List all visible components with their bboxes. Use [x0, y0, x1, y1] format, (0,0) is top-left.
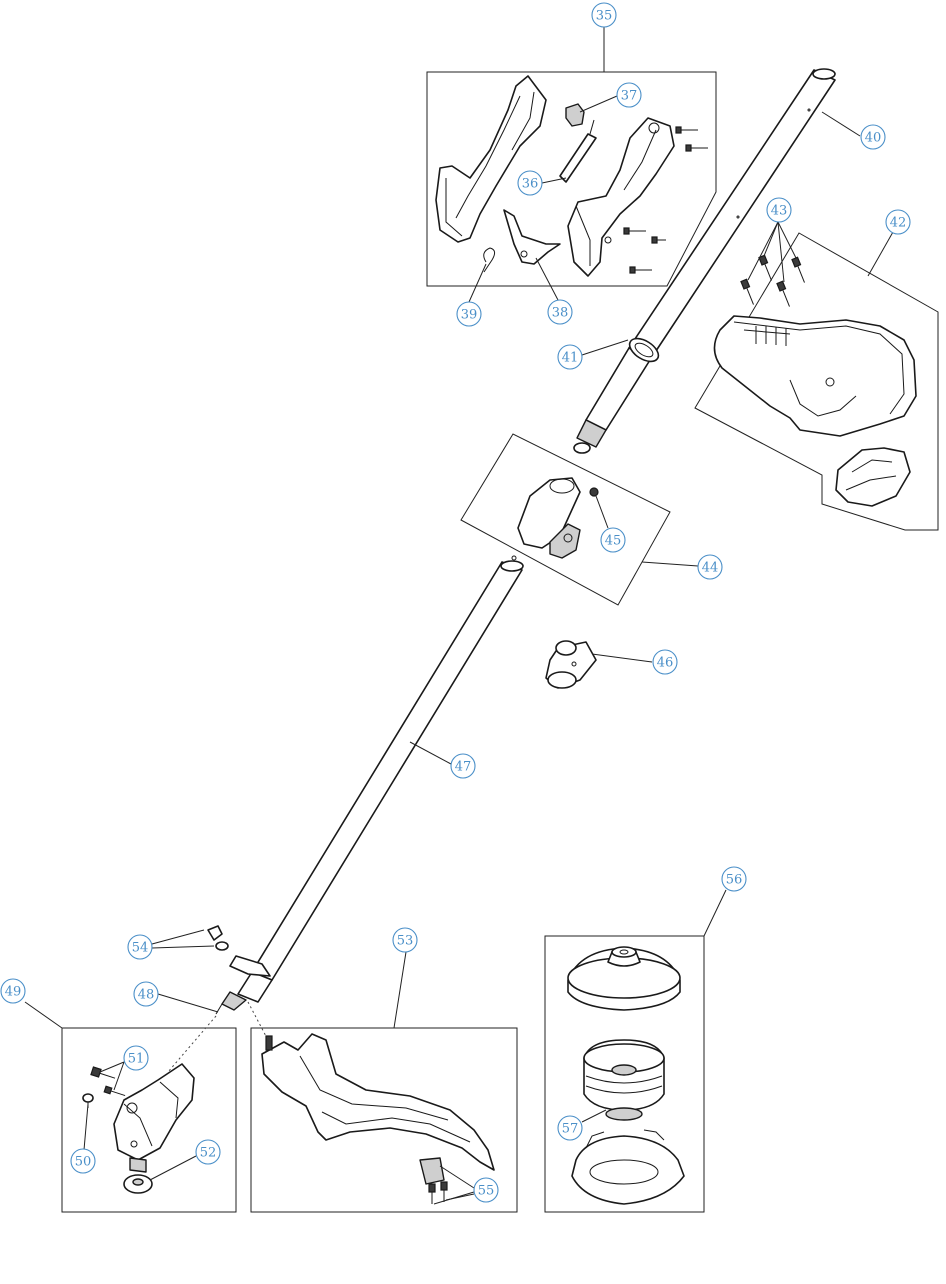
callout-56: 56 — [721, 866, 747, 892]
head-nut-52 — [123, 1174, 153, 1194]
trigger-spring-36 — [559, 119, 597, 183]
svg-text:52: 52 — [200, 1146, 217, 1161]
callout-48: 48 — [133, 981, 159, 1007]
svg-text:54: 54 — [132, 941, 149, 956]
callout-41: 41 — [557, 344, 583, 370]
handle-bolts-43 — [740, 254, 805, 307]
callout-35: 35 — [591, 2, 617, 28]
trimmer-guard — [261, 1033, 495, 1204]
callout-47: 47 — [450, 753, 476, 779]
svg-text:48: 48 — [138, 988, 155, 1003]
assist-handle — [713, 315, 917, 437]
svg-text:41: 41 — [562, 351, 579, 366]
callout-43: 43 — [766, 197, 792, 223]
leader-lines — [24, 27, 894, 1205]
box-guard — [250, 1027, 518, 1213]
svg-text:45: 45 — [605, 534, 622, 549]
svg-text:40: 40 — [865, 131, 882, 146]
lockout-spring-39 — [483, 247, 496, 273]
box-gear-head — [61, 1027, 237, 1213]
callout-36: 36 — [517, 170, 543, 196]
gear-head — [113, 1063, 195, 1173]
gear-head-axis — [167, 1015, 217, 1073]
callout-40: 40 — [860, 124, 886, 150]
svg-text:37: 37 — [621, 89, 638, 104]
svg-text:49: 49 — [5, 985, 22, 1000]
callout-45: 45 — [600, 527, 626, 553]
callout-52: 52 — [195, 1139, 221, 1165]
spool-housing — [571, 1129, 685, 1205]
callout-42: 42 — [885, 209, 911, 235]
callout-51: 51 — [123, 1045, 149, 1071]
svg-text:42: 42 — [890, 216, 907, 231]
svg-text:50: 50 — [75, 1155, 92, 1170]
guard-axis — [247, 1001, 269, 1041]
svg-text:47: 47 — [455, 760, 472, 775]
lower-shaft — [215, 555, 524, 1015]
shaft-clamp — [207, 925, 271, 977]
callout-53: 53 — [392, 927, 418, 953]
callout-37: 37 — [616, 82, 642, 108]
box-coupler — [460, 433, 671, 606]
handle-clamp-base — [835, 447, 911, 507]
trigger-switch-37 — [565, 103, 585, 127]
callout-39: 39 — [456, 301, 482, 327]
svg-text:39: 39 — [461, 308, 478, 323]
svg-text:56: 56 — [726, 873, 743, 888]
callout-55: 55 — [473, 1177, 499, 1203]
svg-text:44: 44 — [702, 561, 719, 576]
box-handle-assembly — [426, 71, 717, 287]
callout-50: 50 — [70, 1148, 96, 1174]
svg-text:57: 57 — [562, 1122, 579, 1137]
callout-44: 44 — [697, 554, 723, 580]
svg-text:36: 36 — [522, 177, 539, 192]
svg-text:51: 51 — [128, 1052, 145, 1067]
spool-57 — [583, 1039, 665, 1121]
svg-text:43: 43 — [771, 204, 788, 219]
callout-54: 54 — [127, 934, 153, 960]
svg-text:55: 55 — [478, 1184, 495, 1199]
callout-57: 57 — [557, 1115, 583, 1141]
shaft-coupler — [517, 477, 599, 559]
handle-housing-right — [567, 117, 675, 277]
spool-cover — [567, 946, 681, 1011]
box-trimmer-head — [544, 935, 705, 1213]
callout-49: 49 — [0, 978, 26, 1004]
callout-46: 46 — [652, 649, 678, 675]
box-assist-handle — [694, 232, 939, 531]
handle-screws — [623, 126, 708, 274]
svg-text:38: 38 — [552, 306, 569, 321]
svg-text:53: 53 — [397, 934, 414, 949]
shaft-sleeve — [545, 640, 597, 689]
svg-text:46: 46 — [657, 656, 674, 671]
callout-38: 38 — [547, 299, 573, 325]
throttle-trigger-38 — [503, 209, 561, 265]
handle-housing-left — [435, 75, 547, 243]
svg-text:35: 35 — [596, 9, 613, 24]
clamp-ring — [628, 337, 660, 363]
